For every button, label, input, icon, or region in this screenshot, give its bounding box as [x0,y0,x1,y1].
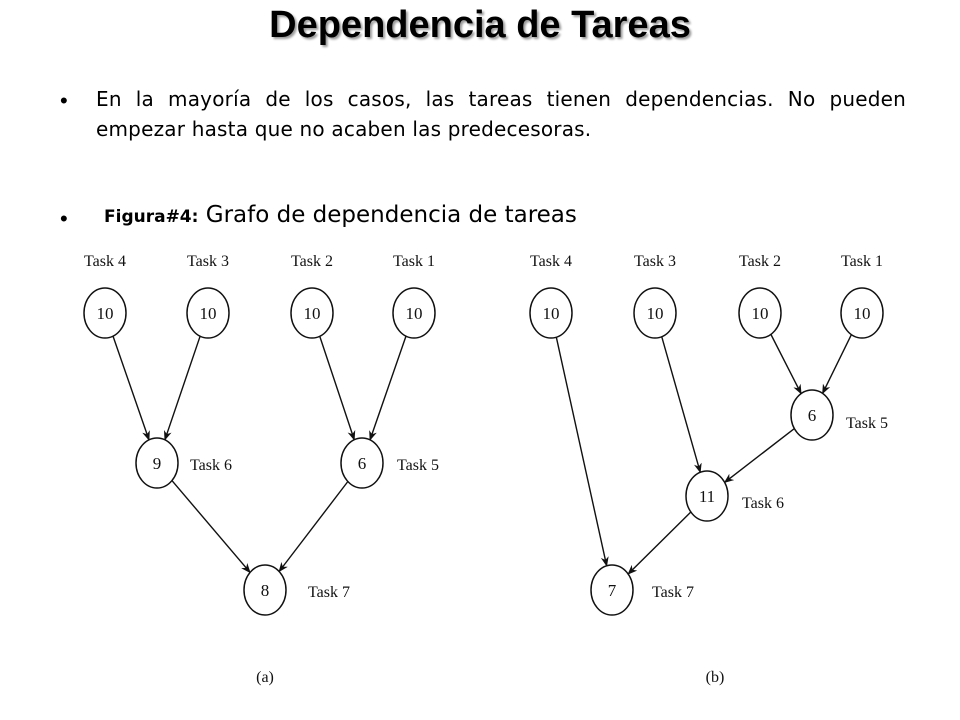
task-node-t1 [840,287,884,339]
task-label: Task 2 [291,253,333,270]
task-label: Task 5 [397,457,439,474]
task-node-t3 [633,287,677,339]
bullet-dot: • [60,88,68,113]
edge-t1-t5 [821,334,853,395]
task-node-t1 [392,287,436,339]
node-value: 10 [647,304,664,323]
edge-t4-t7 [555,337,609,567]
node-value: 7 [608,581,617,600]
graph-a: 10 Task 4 10 Task 3 10 Task 2 10 Task 1 9 Task 6 6… [83,253,439,686]
task-label: Task 4 [530,253,572,270]
node-value: 10 [854,304,871,323]
edge-t2-t5 [770,334,802,395]
bullet-dot: • [60,206,68,231]
figure-caption: Figura#4: Grafo de dependencia de tareas [104,202,577,228]
task-label: Task 3 [187,253,229,270]
edge-t6-t7 [171,480,251,574]
task-node-t2 [738,287,782,339]
edge-t5-t6 [723,428,795,484]
task-label: Task 7 [308,584,350,601]
node-value: 6 [808,406,817,425]
task-node-t5 [790,389,834,441]
edge-t4-t6 [112,335,150,441]
graph-caption: (a) [256,669,274,686]
task-label: Task 1 [841,253,883,270]
task-node-t3 [186,287,230,339]
figure-text: Grafo de dependencia de tareas [198,202,577,228]
node-value: 10 [200,304,217,323]
node-value: 10 [406,304,423,323]
edge-t3-t6 [661,336,702,474]
node-value: 10 [304,304,321,323]
task-node-t6 [135,437,179,489]
node-value: 9 [153,454,162,473]
task-node-t4 [83,287,127,339]
bullet-text: En la mayoría de los casos, las tareas t… [96,87,906,141]
node-value: 10 [543,304,560,323]
task-node-t2 [290,287,334,339]
edge-t6-t7 [627,511,692,575]
task-node-t7 [590,564,634,616]
task-node-t7 [243,564,287,616]
node-value: 8 [261,581,270,600]
edge-t3-t6 [163,335,201,441]
node-value: 10 [97,304,114,323]
task-label: Task 6 [742,495,784,512]
task-node-t4 [529,287,573,339]
node-value: 10 [752,304,769,323]
figure-label: Figura#4: [104,207,199,227]
edge-t2-t5 [319,336,356,441]
task-label: Task 5 [846,415,888,432]
edge-t5-t7 [278,481,349,573]
task-node-t6 [685,470,729,522]
task-label: Task 7 [652,584,694,601]
task-label: Task 2 [739,253,781,270]
slide-title: Dependencia de Tareas [269,4,691,46]
task-label: Task 1 [393,253,435,270]
task-label: Task 6 [190,457,232,474]
node-value: 11 [699,487,715,506]
task-node-t5 [340,437,384,489]
task-label: Task 3 [634,253,676,270]
node-value: 6 [358,454,367,473]
edge-t1-t5 [369,335,407,441]
task-label: Task 4 [84,253,126,270]
graph-caption: (b) [706,669,725,686]
graph-b: 10 Task 4 10 Task 3 10 Task 2 10 Task 1 6 Task 5 1… [529,253,888,686]
